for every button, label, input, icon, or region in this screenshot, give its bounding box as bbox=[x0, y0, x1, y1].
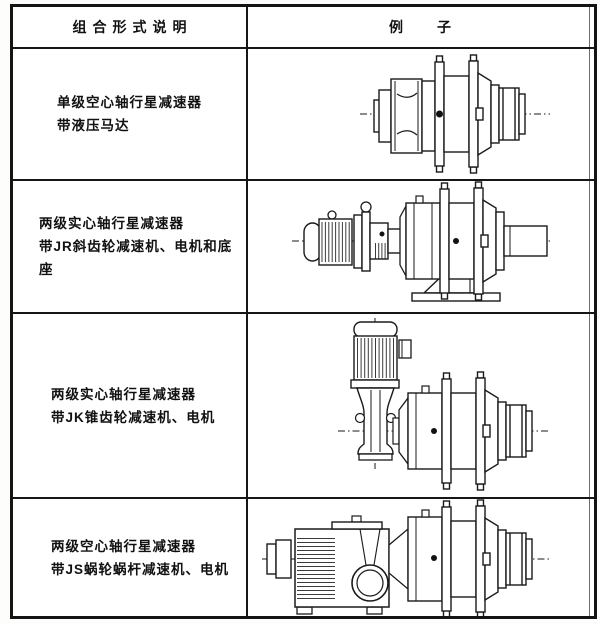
combination-table: 组合形式说明 例 子 单级空心轴行星减速器 带液压马达 bbox=[10, 4, 597, 619]
hydraulic-motor-planetary-drawing bbox=[360, 54, 550, 174]
diagram-hydraulic-motor-planetary bbox=[248, 49, 594, 179]
jr-helical-motor-base-drawing bbox=[292, 181, 551, 302]
row-description-3: 两级实心轴行星减速器 带JK锥齿轮减速机、电机 bbox=[13, 314, 246, 497]
js-worm-motor-drawing bbox=[262, 499, 551, 616]
inner-border-line bbox=[589, 7, 590, 616]
row-description-1: 单级空心轴行星减速器 带液压马达 bbox=[13, 49, 246, 179]
diagram-jk-bevel-motor bbox=[248, 314, 594, 497]
header-rule bbox=[13, 47, 594, 49]
row-rule-1 bbox=[13, 179, 594, 181]
header-right-label: 例 子 bbox=[389, 19, 453, 35]
diagram-jr-helical-motor-base bbox=[248, 181, 594, 312]
row2-line2: 带JR斜齿轮减速机、电机和底座 bbox=[39, 239, 233, 277]
row1-line2: 带液压马达 bbox=[57, 118, 130, 133]
header-combination-description: 组合形式说明 bbox=[13, 7, 246, 47]
row-description-2: 两级实心轴行星减速器 带JR斜齿轮减速机、电机和底座 bbox=[13, 181, 246, 312]
row3-line1: 两级实心轴行星减速器 bbox=[51, 386, 196, 402]
row3-line2: 带JK锥齿轮减速机、电机 bbox=[51, 409, 216, 425]
row1-line1: 单级空心轴行星减速器 bbox=[57, 95, 202, 110]
row-rule-2 bbox=[13, 312, 594, 314]
jk-bevel-motor-drawing bbox=[338, 318, 551, 491]
row2-line1: 两级实心轴行星减速器 bbox=[39, 216, 184, 231]
row-description-4: 两级空心轴行星减速器 带JS蜗轮蜗杆减速机、电机 bbox=[13, 499, 246, 616]
row4-line1: 两级空心轴行星减速器 bbox=[51, 538, 196, 554]
column-divider bbox=[246, 7, 248, 616]
diagram-js-worm-motor bbox=[248, 499, 594, 616]
header-left-label: 组合形式说明 bbox=[72, 19, 193, 35]
row4-line2: 带JS蜗轮蜗杆减速机、电机 bbox=[51, 561, 230, 577]
header-example: 例 子 bbox=[248, 7, 594, 47]
row-rule-3 bbox=[13, 497, 594, 499]
